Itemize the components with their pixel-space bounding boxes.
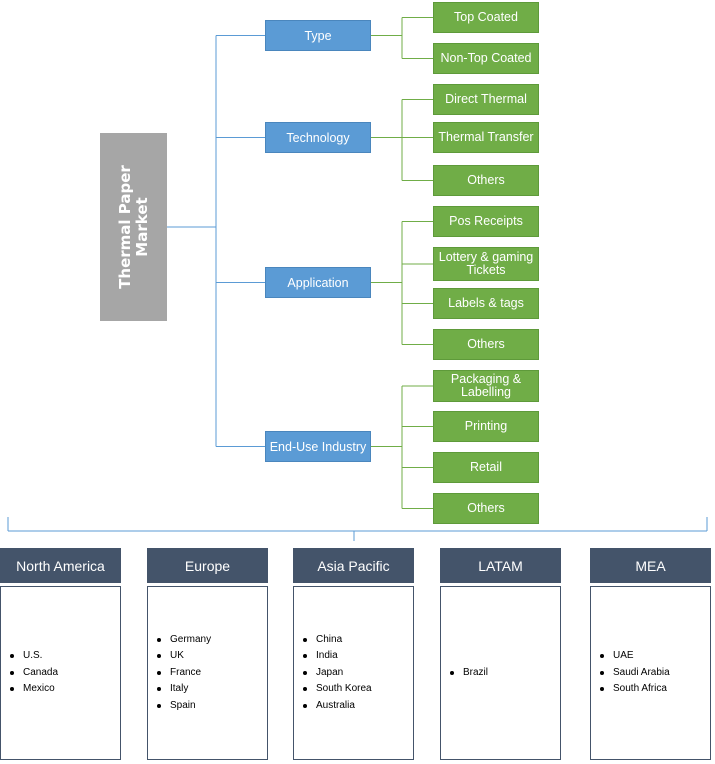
category-label: Technology xyxy=(286,130,350,145)
country-list: Brazil xyxy=(441,665,488,682)
country-item: Japan xyxy=(303,665,372,682)
leaf-label: Lottery & gaming Tickets xyxy=(438,250,534,277)
leaf-node: Others xyxy=(433,329,539,360)
category-node-end-use-industry: End-Use Industry xyxy=(265,431,371,462)
country-item: Italy xyxy=(156,681,211,698)
leaf-label: Labels & tags xyxy=(448,296,524,310)
region-country-list-latam: Brazil xyxy=(440,586,561,760)
leaf-label: Others xyxy=(467,337,505,351)
leaf-node: Top Coated xyxy=(433,2,539,33)
country-item: Germany xyxy=(156,632,211,649)
region-header-north-america: North America xyxy=(0,548,121,583)
country-item: UK xyxy=(156,648,211,665)
category-node-technology: Technology xyxy=(265,122,371,153)
leaf-node: Non-Top Coated xyxy=(433,43,539,74)
category-node-application: Application xyxy=(265,267,371,298)
country-item: India xyxy=(303,648,372,665)
leaf-node: Others xyxy=(433,165,539,196)
leaf-label: Packaging & Labelling xyxy=(450,372,522,399)
leaf-node: Labels & tags xyxy=(433,288,539,319)
leaf-label: Direct Thermal xyxy=(445,92,527,106)
leaf-node: Others xyxy=(433,493,539,524)
leaf-label: Non-Top Coated xyxy=(440,51,532,65)
region-name: MEA xyxy=(635,557,666,574)
region-name: Asia Pacific xyxy=(317,557,390,574)
region-header-asia-pacific: Asia Pacific xyxy=(293,548,414,583)
region-name: LATAM xyxy=(478,557,523,574)
leaf-label: Others xyxy=(467,173,505,187)
leaf-node: Lottery & gaming Tickets xyxy=(433,247,539,281)
region-header-mea: MEA xyxy=(590,548,711,583)
category-label: Type xyxy=(304,28,332,43)
country-item: France xyxy=(156,665,211,682)
country-item: Spain xyxy=(156,698,211,715)
category-label: Application xyxy=(287,275,349,290)
leaf-node: Retail xyxy=(433,452,539,483)
leaf-label: Pos Receipts xyxy=(449,214,523,228)
leaf-node: Thermal Transfer xyxy=(433,122,539,153)
leaf-node: Pos Receipts xyxy=(433,206,539,237)
country-item: South Korea xyxy=(303,681,372,698)
leaf-label: Printing xyxy=(464,419,508,433)
country-item: South Africa xyxy=(600,681,670,698)
leaf-label: Thermal Transfer xyxy=(438,130,534,144)
leaf-node: Packaging & Labelling xyxy=(433,370,539,402)
leaf-label: Retail xyxy=(470,460,502,474)
root-node: Thermal Paper Market xyxy=(100,133,167,321)
country-item: Brazil xyxy=(449,665,488,682)
leaf-node: Printing xyxy=(433,411,539,442)
region-name: Europe xyxy=(184,557,231,574)
country-item: U.S. xyxy=(9,648,58,665)
category-node-type: Type xyxy=(265,20,371,51)
country-item: Australia xyxy=(303,698,372,715)
leaf-label: Others xyxy=(467,501,505,515)
leaf-label: Top Coated xyxy=(454,10,518,24)
country-item: UAE xyxy=(600,648,670,665)
category-label: End-Use Industry xyxy=(269,439,367,454)
root-label: Thermal Paper Market xyxy=(115,165,151,289)
country-item: Mexico xyxy=(9,681,58,698)
country-item: Canada xyxy=(9,665,58,682)
region-header-europe: Europe xyxy=(147,548,268,583)
leaf-node: Direct Thermal xyxy=(433,84,539,115)
region-name: North America xyxy=(16,557,105,574)
region-header-latam: LATAM xyxy=(440,548,561,583)
country-item: China xyxy=(303,632,372,649)
country-item: Saudi Arabia xyxy=(600,665,670,682)
